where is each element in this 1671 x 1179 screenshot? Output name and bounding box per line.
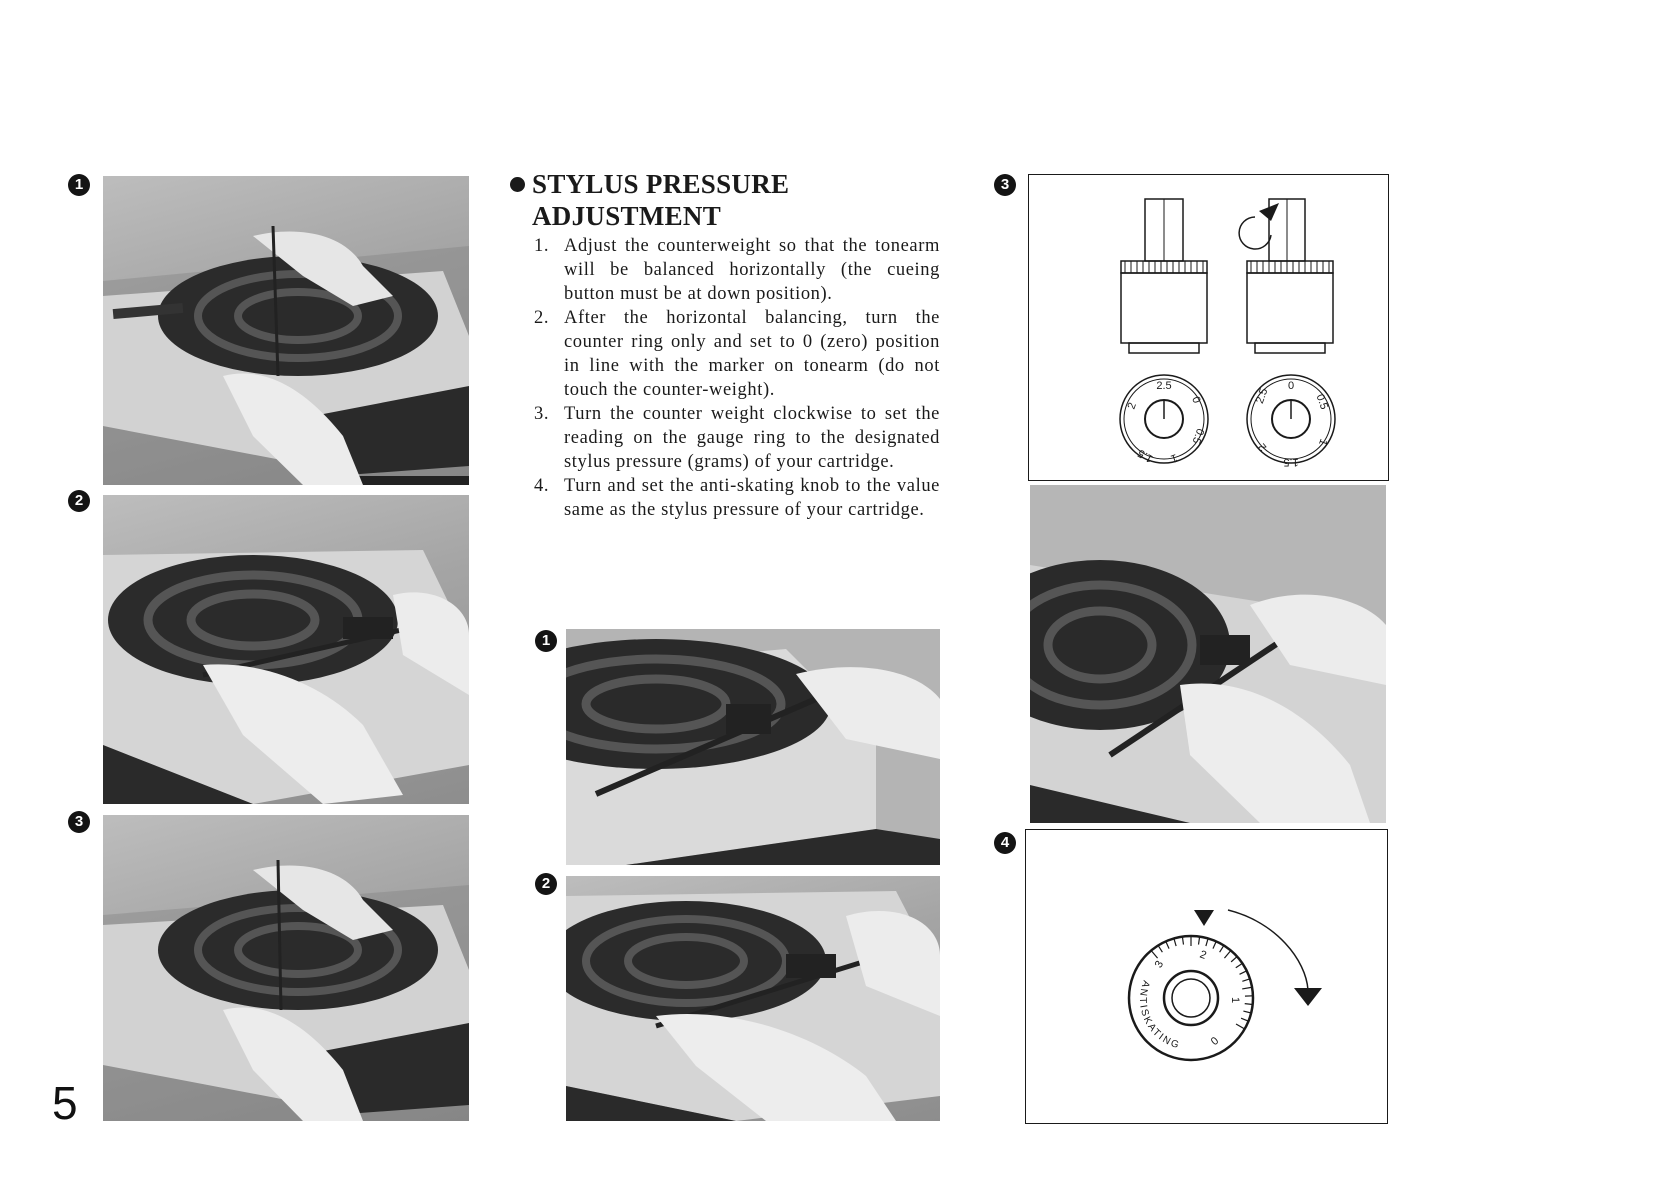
step-marker-right-3: 3 (994, 174, 1016, 196)
instruction-number: 3. (534, 404, 550, 424)
photo-balancing-tonearm (103, 176, 469, 485)
instruction-text: Turn and set the anti-skating knob to th… (564, 476, 940, 520)
pointer-triangle-icon (1194, 910, 1214, 926)
antiskating-tick-3: 3 (1153, 959, 1166, 970)
step-marker-left-1: 1 (68, 174, 90, 196)
instruction-item: 1. Adjust the counterweight so that the … (534, 234, 940, 306)
dial-left-label-left: 2 (1125, 401, 1138, 411)
instruction-item: 2. After the horizontal balancing, turn … (534, 306, 940, 402)
instruction-item: 3. Turn the counter weight clockwise to … (534, 402, 940, 474)
antiskating-label: ANTISKATING (1137, 979, 1180, 1052)
dial-left-label-top: 2.5 (1156, 380, 1171, 392)
instruction-item: 4. Turn and set the anti-skating knob to… (534, 474, 940, 522)
gauge-dial-right: 0 0.5 1 1.5 2 2.5 (1246, 374, 1336, 468)
instruction-number: 2. (534, 308, 550, 328)
counterweight-right (1246, 198, 1334, 354)
step-marker-right-4: 4 (994, 832, 1016, 854)
dial-right-label-top: 0 (1288, 380, 1294, 392)
instruction-text: After the horizontal balancing, turn the… (564, 308, 940, 400)
antiskating-tick-2: 2 (1198, 948, 1208, 961)
dial-left-label-right: 0 (1189, 395, 1202, 405)
instruction-number: 1. (534, 236, 550, 256)
gauge-dial-left: 2.5 0 0.5 1 1.5 2 (1119, 374, 1209, 465)
dial-right-label-right: 0.5 (1314, 393, 1331, 411)
clockwise-arrow-icon (1227, 909, 1322, 1006)
antiskating-tick-1: 1 (1229, 997, 1241, 1003)
step-marker-left-3: 3 (68, 811, 90, 833)
section-heading: STYLUS PRESSURE ADJUSTMENT (510, 168, 952, 232)
dial-right-label-left: 2.5 (1254, 387, 1271, 405)
antiskating-dial: 3 2 1 0 ANTISKATING (1127, 934, 1255, 1062)
step-marker-middle-2: 2 (535, 873, 557, 895)
heading-bullet-icon (510, 177, 525, 192)
step-marker-middle-1: 1 (535, 630, 557, 652)
heading-line-1: STYLUS PRESSURE (532, 169, 790, 199)
instruction-list: 1. Adjust the counterweight so that the … (534, 234, 940, 522)
page-number: 5 (52, 1077, 78, 1129)
instruction-number: 4. (534, 476, 550, 496)
instruction-text: Adjust the counterweight so that the ton… (564, 236, 940, 304)
antiskating-tick-0: 0 (1208, 1034, 1220, 1047)
antiskating-knob-diagram: 3 2 1 0 ANTISKATING (1025, 829, 1388, 1124)
dial-right-label-bottom: 1.5 (1283, 456, 1298, 468)
photo-turning-counterweight (103, 815, 469, 1121)
heading-line-2: ADJUSTMENT (532, 201, 722, 231)
instruction-text: Turn the counter weight clockwise to set… (564, 404, 940, 472)
step-marker-left-2: 2 (68, 490, 90, 512)
svg-text:ANTISKATING: ANTISKATING (1137, 979, 1182, 1052)
gauge-ring-diagram: 2.5 0 0.5 1 1.5 2 0 0.5 1 1.5 (1028, 174, 1389, 481)
photo-adjusting-counterweight-closeup (566, 629, 940, 865)
counterweight-left (1120, 198, 1208, 354)
photo-adjusting-counter-ring-closeup (1030, 485, 1386, 823)
dial-left-label-bottom: 1 (1169, 451, 1179, 464)
photo-setting-antiskating (566, 876, 940, 1121)
photo-setting-counter-ring (103, 495, 469, 804)
rotate-arrow-icon (1238, 203, 1279, 250)
dial-left-label-lower-right: 0.5 (1190, 427, 1207, 445)
dial-right-label-lower-right: 1 (1316, 437, 1329, 447)
